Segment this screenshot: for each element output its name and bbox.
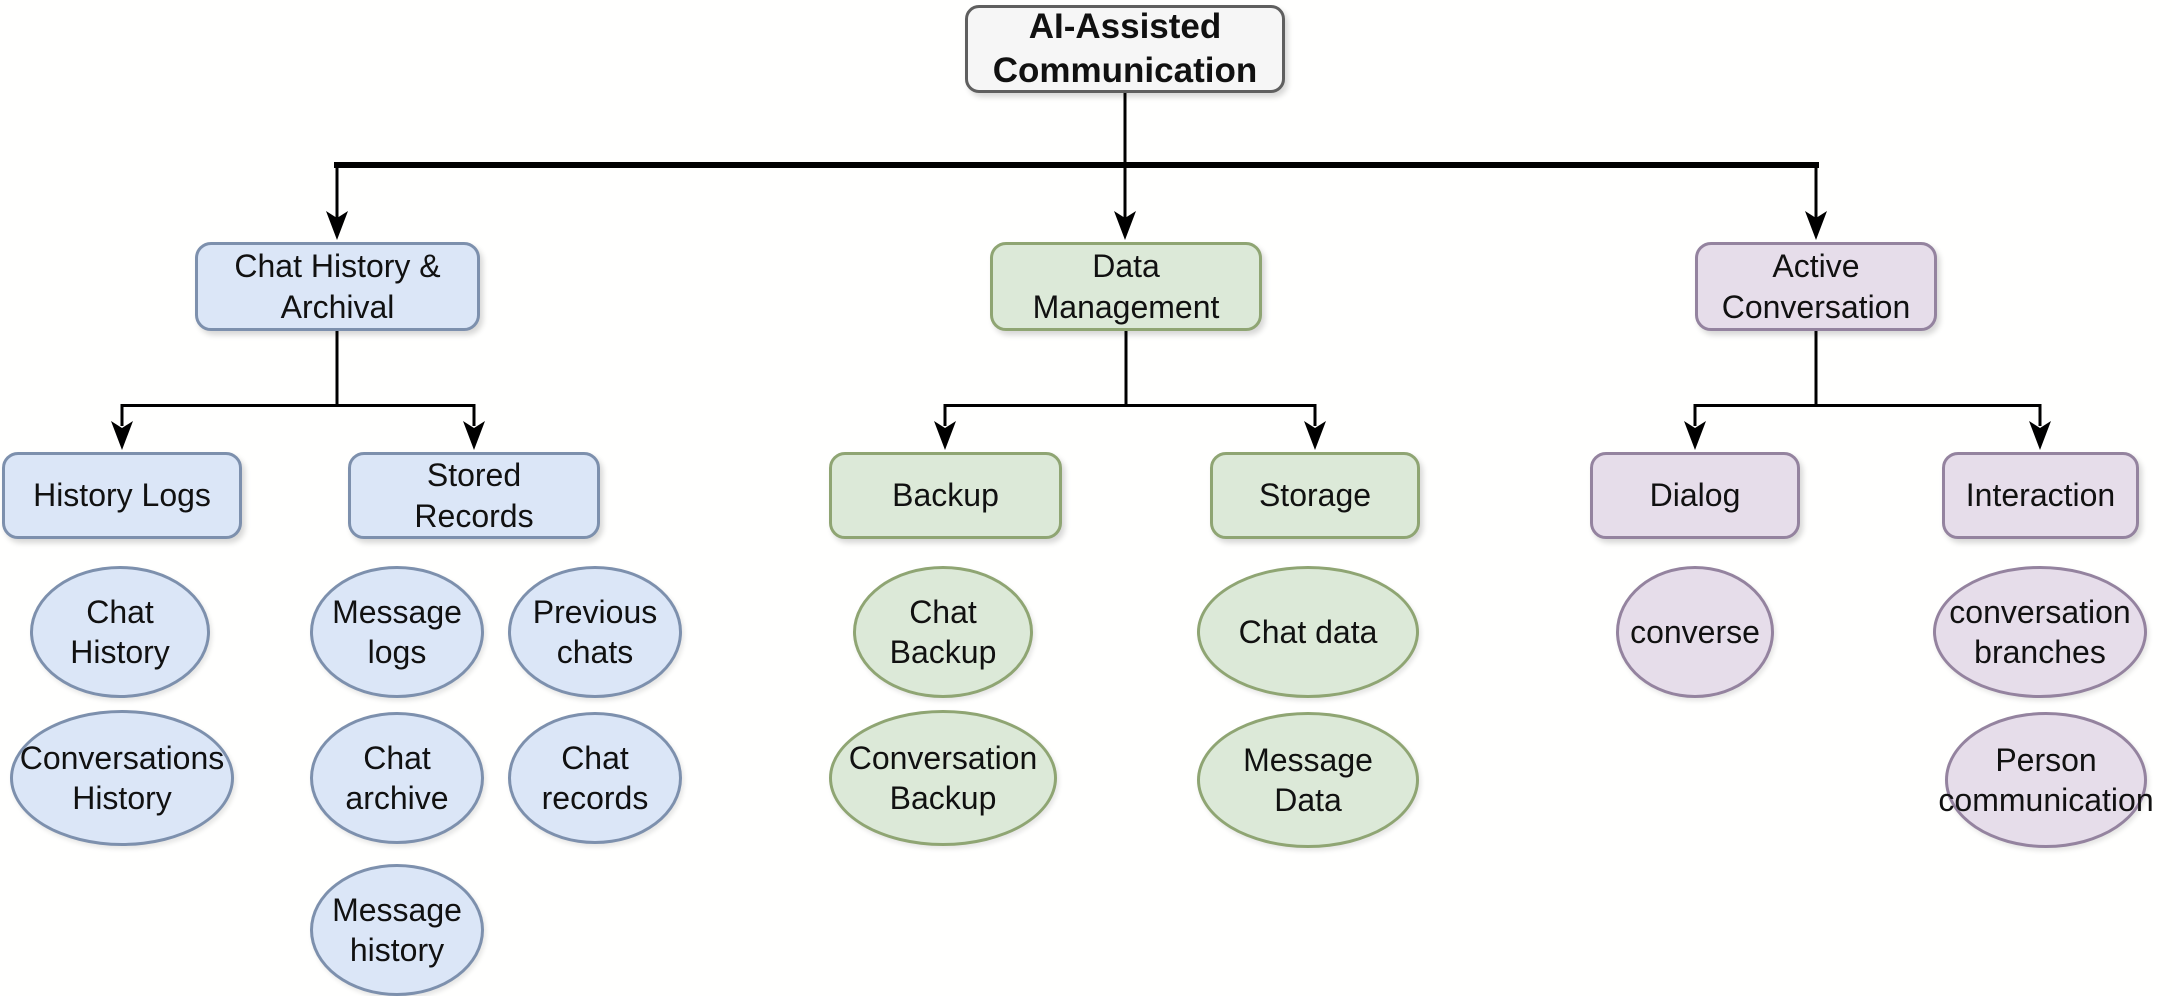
node-label: Message history xyxy=(332,891,462,968)
node-chat-records: Chat records xyxy=(508,712,682,844)
node-previous-chats: Previous chats xyxy=(508,566,682,698)
node-converse: converse xyxy=(1616,566,1774,698)
node-label: Message logs xyxy=(332,593,462,670)
node-interaction: Interaction xyxy=(1942,452,2139,539)
node-message-history: Message history xyxy=(310,864,484,996)
node-label: Chat History xyxy=(70,593,170,670)
node-stored-records: Stored Records xyxy=(348,452,600,539)
node-conversation-backup: Conversation Backup xyxy=(829,710,1057,846)
node-label: Storage xyxy=(1258,477,1372,514)
node-data-management: Data Management xyxy=(990,242,1262,331)
node-label: Person communication xyxy=(1938,741,2154,818)
node-active-conversation: Active Conversation xyxy=(1695,242,1937,331)
node-label: Chat archive xyxy=(345,739,449,816)
node-storage: Storage xyxy=(1210,452,1420,539)
node-label: Message Data xyxy=(1243,741,1373,818)
node-backup: Backup xyxy=(829,452,1062,539)
node-message-data: Message Data xyxy=(1197,712,1419,848)
node-chat-history: Chat History xyxy=(30,566,210,698)
node-root: AI-Assisted Communication xyxy=(965,5,1285,93)
node-label: History Logs xyxy=(33,477,211,514)
node-conversation-branches: conversation branches xyxy=(1933,566,2147,698)
node-label: Previous chats xyxy=(532,593,658,670)
node-label: Interaction xyxy=(1965,477,2116,514)
node-label: Chat data xyxy=(1238,613,1378,650)
node-person-communication: Person communication xyxy=(1938,712,2154,848)
node-label: converse xyxy=(1630,613,1760,650)
node-chat-archive: Chat archive xyxy=(310,712,484,844)
node-chat-backup: Chat Backup xyxy=(853,566,1033,698)
node-chat-data: Chat data xyxy=(1197,566,1419,698)
node-dialog: Dialog xyxy=(1590,452,1800,539)
node-label: Data Management xyxy=(1032,248,1220,325)
node-label: Conversation Backup xyxy=(848,739,1038,816)
node-label: Conversations History xyxy=(19,739,225,816)
node-history-logs: History Logs xyxy=(2,452,242,539)
node-label: Chat records xyxy=(541,739,649,816)
node-conversations-history: Conversations History xyxy=(10,710,234,846)
node-label: Chat History & Archival xyxy=(234,248,441,325)
node-chat-history-archival: Chat History & Archival xyxy=(195,242,480,331)
node-label: Active Conversation xyxy=(1721,248,1911,325)
node-label: Backup xyxy=(892,477,999,514)
node-label: Chat Backup xyxy=(889,593,997,670)
node-label: conversation branches xyxy=(1949,593,2131,670)
node-message-logs: Message logs xyxy=(310,566,484,698)
node-label: Dialog xyxy=(1649,477,1741,514)
node-label: AI-Assisted Communication xyxy=(992,6,1258,90)
node-label: Stored Records xyxy=(414,457,534,534)
